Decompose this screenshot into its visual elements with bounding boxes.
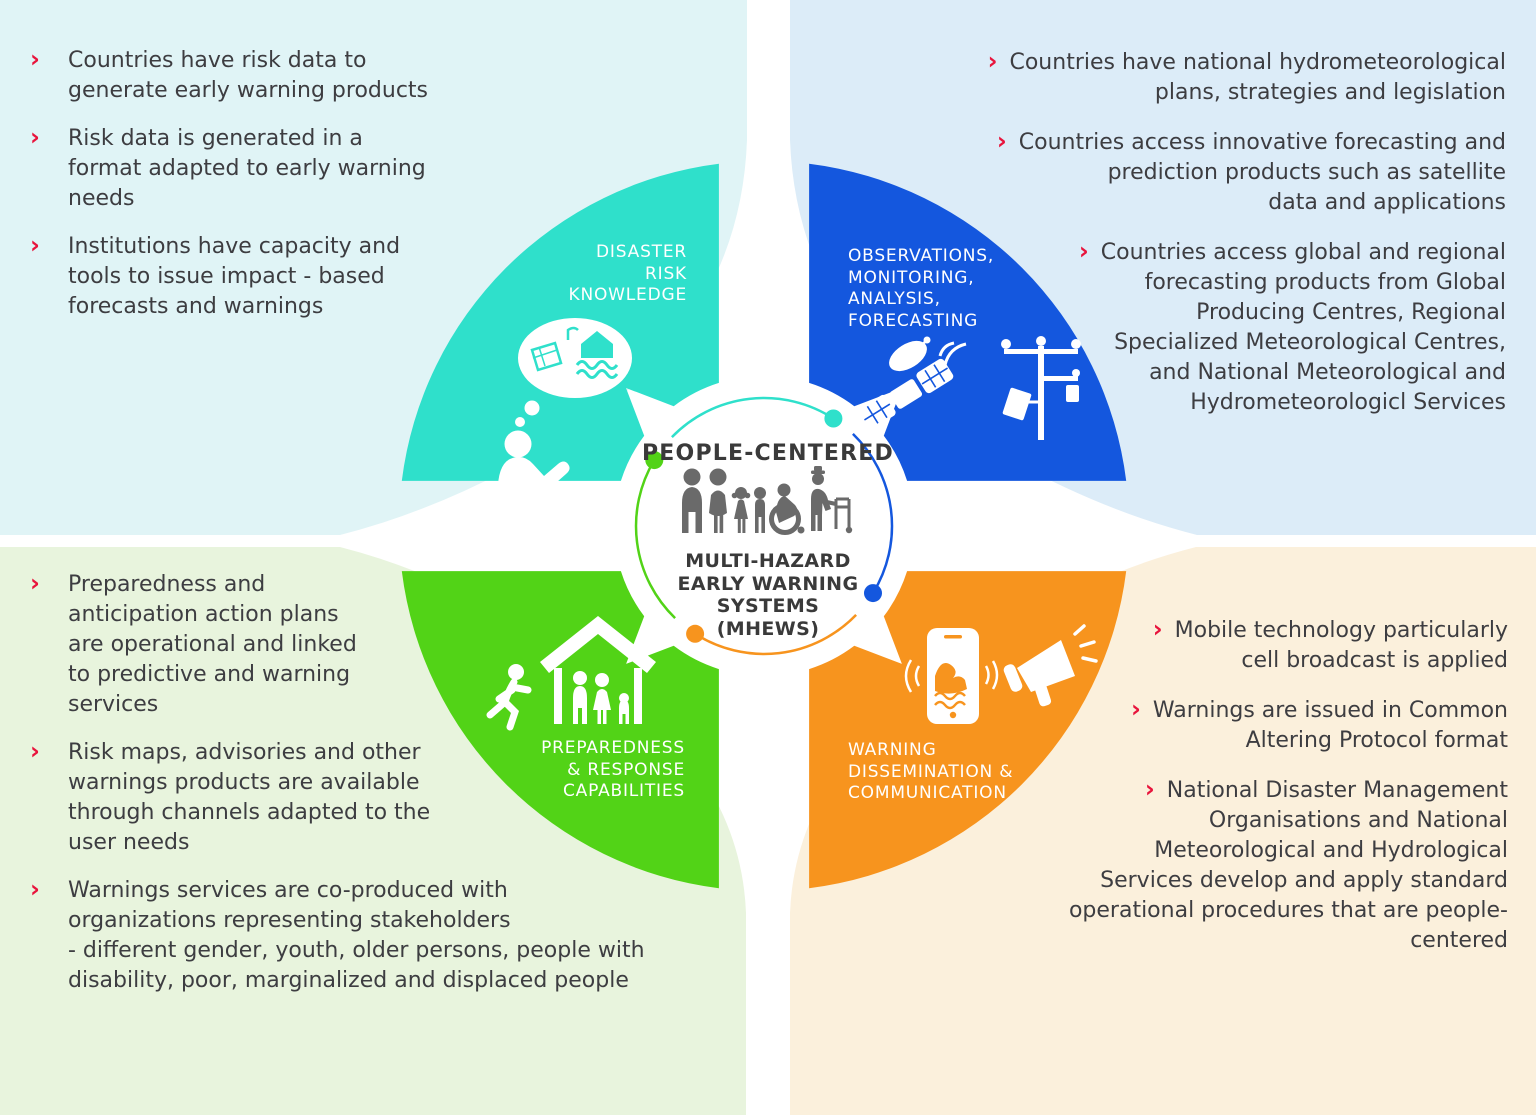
bullet-item: Institutions have capacity and tools to … (30, 231, 475, 322)
wedge-preparedness-response (401, 571, 719, 889)
label-warning-dissemination: WARNING DISSEMINATION & COMMUNICATION (848, 740, 1014, 803)
bullet-text: Countries have national hydrometeorologi… (1009, 50, 1506, 105)
bullet-item: › Warnings are issued in Common Altering … (1028, 694, 1508, 756)
bullet-text: Mobile technology particularly cell broa… (1174, 618, 1508, 673)
bullet-list-warning-dissemination: › Mobile technology particularly cell bro… (1028, 614, 1508, 974)
bullet-arrow-icon: › (30, 123, 40, 151)
person-thinking-flood-icon (497, 318, 632, 500)
bullet-item: › Warnings services are co-produced with… (30, 875, 680, 996)
mhews-title: MULTI-HAZARD EARLY WARNING SYSTEMS (MHEW… (677, 550, 859, 640)
bullet-arrow-icon: › (1078, 237, 1089, 265)
bullet-item: › Risk maps, advisories and other warnin… (30, 737, 680, 858)
cycle-dot-teal-icon (824, 409, 843, 428)
bullet-text: Warnings services are co-produced with o… (68, 878, 645, 993)
bullet-text: Countries have risk data to generate ear… (68, 48, 429, 103)
phone-alert-megaphone-icon (904, 624, 1098, 724)
label-observations-monitoring: OBSERVATIONS, MONITORING, ANALYSIS, FORE… (848, 246, 995, 331)
evacuation-shelter-icon (486, 616, 656, 731)
bullet-item: ›National Disaster Management Organisati… (1028, 774, 1508, 956)
bullet-text: Countries access innovative forecasting … (1018, 130, 1506, 215)
bullet-arrow-icon: › (1152, 615, 1163, 643)
bullet-arrow-icon: › (30, 231, 40, 259)
bullet-arrow-icon: › (1131, 695, 1141, 723)
bullet-text: Warnings are issued in Common Altering P… (1152, 698, 1508, 753)
people-centered-heading: PEOPLE-CENTERED (641, 441, 894, 466)
bullet-text: Preparedness and anticipation action pla… (68, 572, 357, 717)
cycle-dot-orange-icon (686, 624, 705, 643)
bullet-arrow-icon: › (987, 47, 998, 75)
cycle-dot-green-icon (645, 451, 664, 470)
label-disaster-risk-knowledge: DISASTER RISK KNOWLEDGE (568, 242, 687, 305)
bullet-item: › Preparedness and anticipation action p… (30, 569, 680, 720)
cycle-dot-blue-icon (864, 584, 882, 603)
bullet-arrow-icon: › (30, 875, 40, 903)
label-preparedness-response: PREPAREDNESS & RESPONSE CAPABILITIES (541, 738, 685, 801)
bullet-list-preparedness: › Preparedness and anticipation action p… (30, 569, 680, 1014)
bullet-arrow-icon: › (30, 737, 40, 765)
wedge-observations-monitoring (809, 163, 1127, 481)
bullet-item: › Countries have national hydrometeorolog… (976, 46, 1506, 108)
bullet-arrow-icon: › (1144, 775, 1155, 803)
bullet-text: Risk data is generated in a format adapt… (68, 126, 426, 211)
bullet-item: › Countries access innovative forecasting… (976, 126, 1506, 218)
cycle-arc-teal (671, 396, 835, 438)
bullet-text: Countries access global and regional for… (1100, 240, 1506, 415)
bullet-item: › Risk data is generated in a format ada… (30, 123, 475, 214)
bullet-arrow-icon: › (30, 569, 40, 597)
cycle-arc-orange (694, 614, 857, 656)
bullet-text: Institutions have capacity and tools to … (68, 234, 401, 319)
bullet-item: › Mobile technology particularly cell bro… (1028, 614, 1508, 676)
cycle-arc-blue (852, 433, 894, 594)
people-group-icon (682, 466, 853, 535)
bullet-arrow-icon: › (30, 45, 40, 73)
bullet-item: › Countries have risk data to generate e… (30, 45, 475, 106)
bullet-text: Risk maps, advisories and other warnings… (68, 740, 431, 855)
bullet-item: › Countries access global and regional fo… (976, 236, 1506, 418)
bullet-list-observations: ›Countries have national hydrometeorolog… (976, 46, 1506, 436)
bullet-arrow-icon: › (996, 127, 1007, 155)
bullet-list-disaster-risk: › Countries have risk data to generate e… (30, 45, 475, 340)
cycle-arc-green (634, 459, 676, 619)
bullet-text: National Disaster Management Organisatio… (1068, 778, 1508, 953)
satellite-weather-station-icon (858, 336, 1081, 440)
